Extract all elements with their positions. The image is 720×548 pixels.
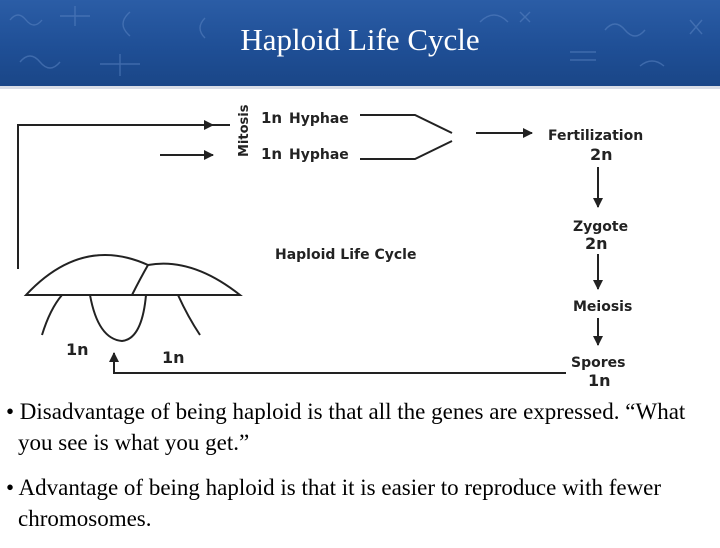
slide-title: Haploid Life Cycle [240,22,480,57]
diagram-center-label: Haploid Life Cycle [275,247,416,263]
stage-fertilization-ploidy: 2n [590,145,613,164]
spores-return-line [109,352,566,374]
mitosis-connector [17,124,230,269]
mitosis-label: Mitosis [237,104,252,157]
title-banner [0,0,720,86]
hyphae-top-ploidy: 1n [261,109,282,127]
stage-spores-label: Spores [571,355,625,371]
stage-zygote-label: Zygote [573,219,628,235]
hyphae-converge-lines [360,114,453,160]
haploid-life-cycle-diagram: Mitosis 1n Hyphae 1n Hyphae Fertilizatio… [17,104,643,389]
cap-label-left: 1n [66,340,89,359]
mushroom-caps [23,254,243,343]
hyphae-bottom-ploidy: 1n [261,145,282,163]
stage-fertilization-label: Fertilization [548,128,643,144]
hyphae-bottom-label: Hyphae [289,147,349,163]
formula-watermark [9,6,703,76]
bullet-disadvantage: • Disadvantage of being haploid is that … [6,399,686,455]
bullet-advantage: • Advantage of being haploid is that it … [6,475,662,531]
stage-spores-ploidy: 1n [588,371,611,389]
cap-label-right: 1n [162,348,185,367]
banner-divider [0,86,720,89]
stage-zygote-ploidy: 2n [585,234,608,253]
hyphae-top-label: Hyphae [289,111,349,127]
bullet-list: • Disadvantage of being haploid is that … [6,396,714,548]
stage-meiosis-label: Meiosis [573,299,632,315]
